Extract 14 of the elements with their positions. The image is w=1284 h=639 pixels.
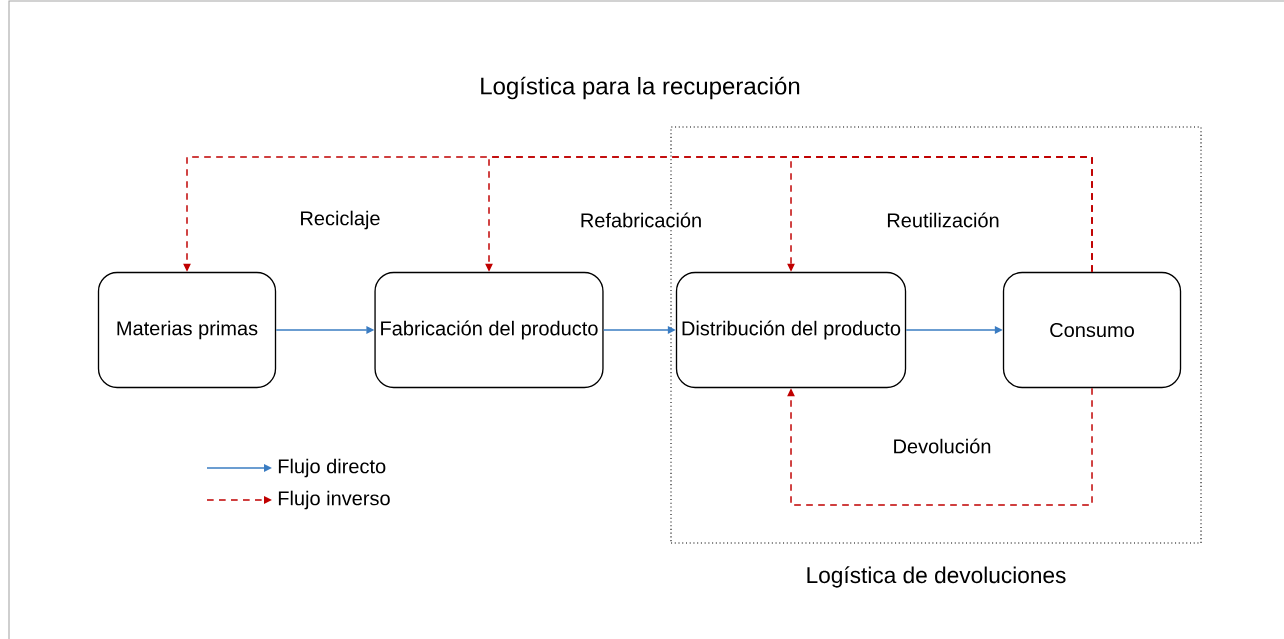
title: Logística para la recuperación [481, 76, 800, 100]
process-box: Consumo [1002, 271, 1182, 389]
edge-label: Reutilización [885, 211, 1002, 229]
process-box: Materias primas [97, 271, 277, 389]
arrow [787, 156, 1093, 273]
legend-text: Flujo inverso [278, 490, 390, 510]
edge-label: Refabricación [578, 211, 704, 229]
edge-label: Devolución [891, 437, 993, 455]
edge-label: Reciclaje [298, 209, 382, 231]
arrow [787, 387, 1093, 506]
node-label: Logística de devoluciones [807, 566, 1066, 588]
legend-text: Flujo directo [278, 458, 386, 478]
process-box: Distribución del producto [675, 271, 907, 389]
process-box: Fabricación del producto [374, 271, 604, 389]
